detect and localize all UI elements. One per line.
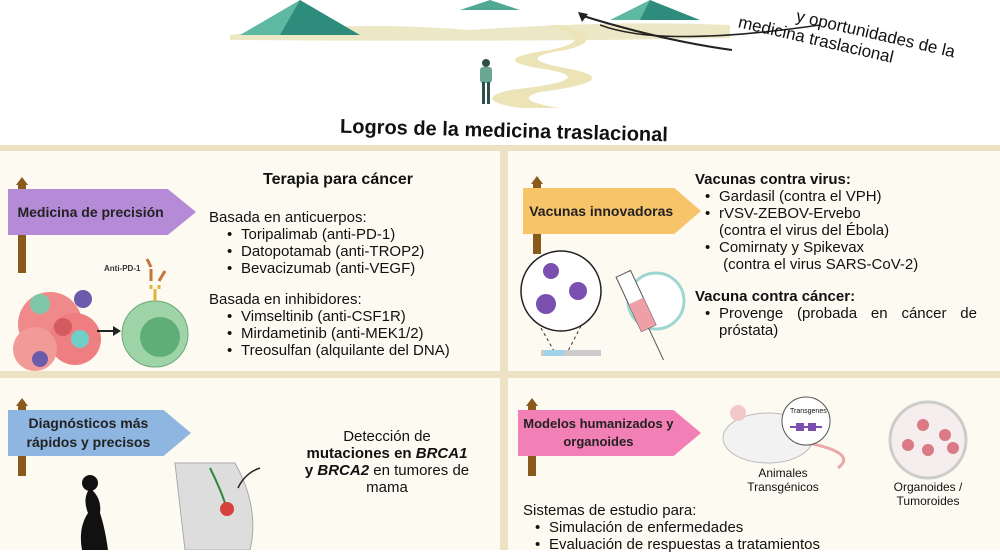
- group-title: Sistemas de estudio para:: [523, 502, 697, 519]
- list-item: rVSV-ZEBOV-Ervebo(contra el virus del Éb…: [701, 205, 918, 239]
- antibodies-group: Basada en anticuerpos: Toripalimab (anti…: [209, 209, 424, 277]
- list-item: Toripalimab (anti-PD-1): [223, 226, 424, 243]
- panel-precision-medicine: Medicina de precisión Anti-PD-1 Terapia …: [0, 151, 500, 371]
- group-title: Vacuna contra cáncer:: [695, 288, 856, 305]
- list-item: Bevacizumab (anti-VEGF): [223, 260, 424, 277]
- section-heading: Terapia para cáncer: [263, 171, 414, 188]
- list-item: Evaluación de respuestas a tratamientos: [531, 536, 820, 553]
- breast-tumor-illustration: [80, 462, 261, 550]
- signpost-precision: Medicina de precisión: [8, 177, 198, 277]
- signpost-vaccines: Vacunas innovadoras: [523, 176, 703, 256]
- signpost-models: Modelos humanizados y organoides: [518, 398, 703, 478]
- brca-detection-text: Detección de mutaciones en BRCA1 y BRCA2…: [304, 428, 470, 496]
- sign-label: Modelos humanizados y organoides: [518, 410, 701, 456]
- inhibitors-group: Basada en inhibidores: Vimseltinib (anti…: [209, 291, 450, 359]
- transgenic-mouse-illustration: [722, 396, 846, 470]
- list-item: Vimseltinib (anti-CSF1R): [223, 308, 450, 325]
- organoids-label: Organoides / Tumoroides: [893, 480, 963, 508]
- group-title: Basada en anticuerpos:: [209, 209, 367, 226]
- list-item: Datopotamab (anti-TROP2): [223, 243, 424, 260]
- cancer-vaccine-group: Vacuna contra cáncer: Provenge (probada …: [695, 288, 977, 339]
- curved-arrow: [600, 24, 821, 38]
- sign-label: Diagnósticos más rápidos y precisos: [8, 410, 191, 456]
- group-title: Basada en inhibidores:: [209, 291, 362, 308]
- signpost-diagnostics: Diagnósticos más rápidos y precisos: [8, 398, 193, 478]
- virus-vaccines-group: Vacunas contra virus: Gardasil (contra e…: [695, 171, 918, 273]
- immunotherapy-illustration: [13, 258, 189, 371]
- mountain-path-illustration: [230, 0, 733, 108]
- list-item: Mirdametinib (anti-MEK1/2): [223, 325, 450, 342]
- panel-models: Modelos humanizados y organoides Transge…: [508, 378, 1000, 553]
- list-item: Treosulfan (alquilante del DNA): [223, 342, 450, 359]
- page-title: Logros de la medicina traslacional: [339, 115, 669, 147]
- list-item: Provenge (probada en cáncer de próstata): [701, 305, 977, 339]
- panel-vaccines: Vacunas innovadoras Vacunas contra virus…: [508, 151, 1000, 371]
- transgenes-label: Transgenes: [790, 408, 827, 415]
- vaccine-illustration: [520, 250, 686, 361]
- hiker: [480, 59, 492, 104]
- panel-diagnostics: Diagnósticos más rápidos y precisos Dete…: [0, 378, 500, 550]
- sign-label: Medicina de precisión: [8, 189, 196, 235]
- list-item: Gardasil (contra el VPH): [701, 188, 918, 205]
- study-systems-group: Sistemas de estudio para: Simulación de …: [523, 502, 820, 553]
- list-item: Simulación de enfermedades: [531, 519, 820, 536]
- antibody-label: Anti-PD-1: [104, 264, 141, 273]
- sign-label: Vacunas innovadoras: [523, 188, 701, 234]
- organoid-dish-illustration: [888, 400, 968, 480]
- group-title: Vacunas contra virus:: [695, 171, 851, 188]
- list-item: Comirnaty y Spikevax (contra el virus SA…: [701, 239, 918, 273]
- animals-label: Animales Transgénicos: [747, 466, 819, 494]
